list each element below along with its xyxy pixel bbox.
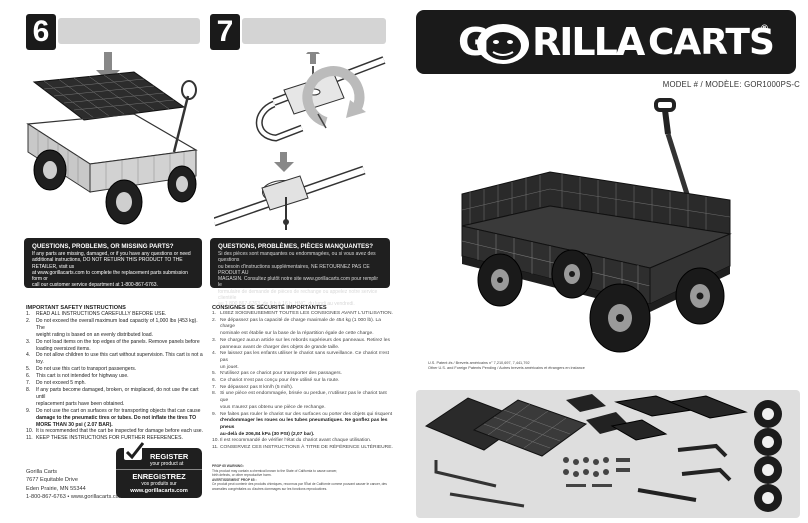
safety-item: 7.Do not exceed 5 mph. <box>26 380 86 387</box>
questions-line: Si des pièces sont manquantes ou endomma… <box>218 251 376 264</box>
parts-illustration <box>424 394 782 512</box>
questions-line: at www.gorillacarts.com to complete the … <box>32 269 188 283</box>
safety-item: 7.Ne dépassez pas 8 km/h (5 mi/h). <box>212 384 294 390</box>
step-7-illustration <box>214 52 390 234</box>
address-line: 7677 Equitable Drive <box>26 477 78 484</box>
address-line: Eden Prairie, MN 55344 <box>26 485 86 492</box>
safety-item: 3.Ne chargez aucun article sur les rebor… <box>212 337 390 343</box>
safety-item: loading oversized items. <box>36 345 91 352</box>
register-sub-fr: vos produits sur <box>141 481 177 487</box>
questions-box-fr: QUESTIONS, PROBLÈMES, PIÈCES MANQUANTES?… <box>210 238 390 307</box>
safety-section-en: IMPORTANT SAFETY INSTRUCTIONS 1.READ ALL… <box>26 305 206 442</box>
questions-line: formulaire de demande de pièces de recha… <box>218 288 378 302</box>
safety-item: 10.It is recommended that the cart be in… <box>26 428 204 435</box>
safety-item: nominale est établie sur la base de la r… <box>220 331 374 337</box>
warning-line: birth defects, or other reproductive har… <box>212 473 272 477</box>
register-url[interactable]: www.gorillacarts.com <box>130 488 188 494</box>
safety-item: un jouet. <box>220 364 239 370</box>
safety-item: 6.Ce chariot n'est pas conçu pour être u… <box>212 378 340 384</box>
step-7-bar <box>242 18 386 44</box>
checkmark-icon <box>124 442 144 460</box>
warning-line: This product may contain a chemical know… <box>212 468 338 473</box>
safety-item: panneaux avant de charger des objets de … <box>220 344 340 350</box>
questions-line: If any parts are missing, damaged, or if… <box>32 251 191 257</box>
patent-line: Other U.S. and Foreign Patents Pending /… <box>428 366 585 371</box>
safety-item: 4.Do not allow children to use this cart… <box>26 352 203 366</box>
safety-item: weight rating is based on an evenly dist… <box>36 331 153 338</box>
safety-list-fr: 1.LISEZ SOIGNEUSEMENT TOUTES LES CONSIGN… <box>212 311 394 452</box>
safety-title-en: IMPORTANT SAFETY INSTRUCTIONS <box>26 305 126 311</box>
safety-item: 2.Do not exceed the overall maximum load… <box>26 317 198 331</box>
step-6-number: 6 <box>26 14 56 50</box>
warning-line: anomalies congénitales ou d'autres domma… <box>212 486 328 491</box>
safety-item: 9.Ne faites pas rouler le chariot sur de… <box>212 411 393 417</box>
safety-item: 1.LISEZ SOIGNEUSEMENT TOUTES LES CONSIGN… <box>212 311 393 316</box>
safety-item: 2.Ne dépassez pas la capacité de charge … <box>212 317 381 330</box>
step-7-number: 7 <box>210 14 240 50</box>
safety-item: 1.READ ALL INSTRUCTIONS CAREFULLY BEFORE… <box>26 311 167 317</box>
safety-title-fr: CONSIGNES DE SÉCURITÉ IMPORTANTES <box>212 305 327 311</box>
logo-text-rilla: RILLA <box>532 20 645 64</box>
safety-item: au-delà de 206,84 kPa (30 PSI) (2,07 bar… <box>220 431 315 437</box>
brand-logo-banner: G RILLA CARTS ® <box>416 10 796 74</box>
registered-mark: ® <box>760 24 769 34</box>
safety-section-fr: CONSIGNES DE SÉCURITÉ IMPORTANTES 1.LISE… <box>212 305 394 452</box>
questions-line: additional instructions, DO NOT RETURN T… <box>32 257 183 270</box>
cart-product-image <box>461 98 732 353</box>
questions-line: call our customer service department at … <box>32 282 158 289</box>
safety-item: 4.Ne laissez pas les enfants utiliser le… <box>212 351 389 363</box>
logo-text-g: G <box>458 20 489 64</box>
safety-item: 5.Do not use this cart to transport pass… <box>26 366 137 373</box>
address-line: Gorilla Carts <box>26 469 58 475</box>
warning-line: AVERTISSEMENT PROP 65 : <box>212 477 257 482</box>
safety-item: 11.CONSERVEZ CES INSTRUCTIONS À TITRE DE… <box>212 445 393 451</box>
safety-item: 8.Si une pièce est endommagée, brisée ou… <box>212 391 387 404</box>
questions-line: 9 a.m. – 4 p.m., CST, Monday-Friday. <box>32 288 115 295</box>
step-6-bar <box>58 18 200 44</box>
model-number: MODEL # / MODÈLE: GOR1000PS-C <box>662 80 800 89</box>
safety-item: 8.If any parts become damaged, broken, o… <box>26 386 199 400</box>
warning-line: PROP 65 WARNING: <box>212 464 244 468</box>
register-sub: your product at <box>150 461 184 467</box>
safety-item: 10.Il est recommandé de vérifier l'état … <box>212 438 372 444</box>
safety-item: 6.This cart is not intended for highway … <box>26 373 129 380</box>
address-line: 1-800-867-6763 • www.gorillacarts.com <box>26 494 124 501</box>
safety-item: d'endommager les roues ou les tubes pneu… <box>220 418 388 430</box>
safety-item: damage to the pneumatic tires or tubes. … <box>36 414 197 421</box>
gorilla-icon <box>477 24 529 64</box>
step-6-illustration <box>24 52 204 234</box>
patent-line: U.S. Patent #s / Brevets américains n° 7… <box>428 361 530 365</box>
register-title-fr: ENREGISTREZ <box>132 472 186 481</box>
questions-title-fr: QUESTIONS, PROBLÈMES, PIÈCES MANQUANTES? <box>218 243 374 250</box>
safety-item: replacement parts have been obtained. <box>36 400 125 407</box>
logo-text-carts: CARTS <box>648 22 775 63</box>
company-address: Gorilla Carts 7677 Equitable Drive Eden … <box>26 468 123 502</box>
register-badge[interactable]: REGISTER your product at ENREGISTREZ vos… <box>116 442 202 498</box>
safety-item: 11.KEEP THESE INSTRUCTIONS FOR FURTHER R… <box>26 435 183 442</box>
safety-item: 3.Do not load items on the top edges of … <box>26 338 200 345</box>
safety-item: 5.N'utilisez pas ce chariot pour transpo… <box>212 371 342 377</box>
warning-line: Ce produit peut contenir des produits ch… <box>212 482 387 486</box>
patent-info: U.S. Patent #s / Brevets américains n° 7… <box>428 361 585 372</box>
prop65-warning: PROP 65 WARNING: This product may contai… <box>212 464 392 491</box>
safety-list-en: 1.READ ALL INSTRUCTIONS CAREFULLY BEFORE… <box>26 311 206 442</box>
questions-title-en: QUESTIONS, PROBLEMS, OR MISSING PARTS? <box>32 243 174 250</box>
safety-item: vous n'aurez pas obtenu une pièce de rec… <box>220 404 326 410</box>
safety-item: 9.Do not use the cart on surfaces or for… <box>26 407 201 414</box>
safety-item: MORE THAN 30 psi ( 2.07 BAR). <box>36 421 113 428</box>
questions-line: au 1 800 867-6763, de 9 h à 16 h, HNC, d… <box>218 301 355 308</box>
questions-line: MAGASIN. Consultez plutôt notre site www… <box>218 276 379 289</box>
register-divider <box>116 469 202 470</box>
questions-line: ou besoin d'instructions supplémentaires… <box>218 263 370 276</box>
questions-box-en: QUESTIONS, PROBLEMS, OR MISSING PARTS? I… <box>24 238 202 295</box>
register-title: REGISTER <box>150 452 189 461</box>
